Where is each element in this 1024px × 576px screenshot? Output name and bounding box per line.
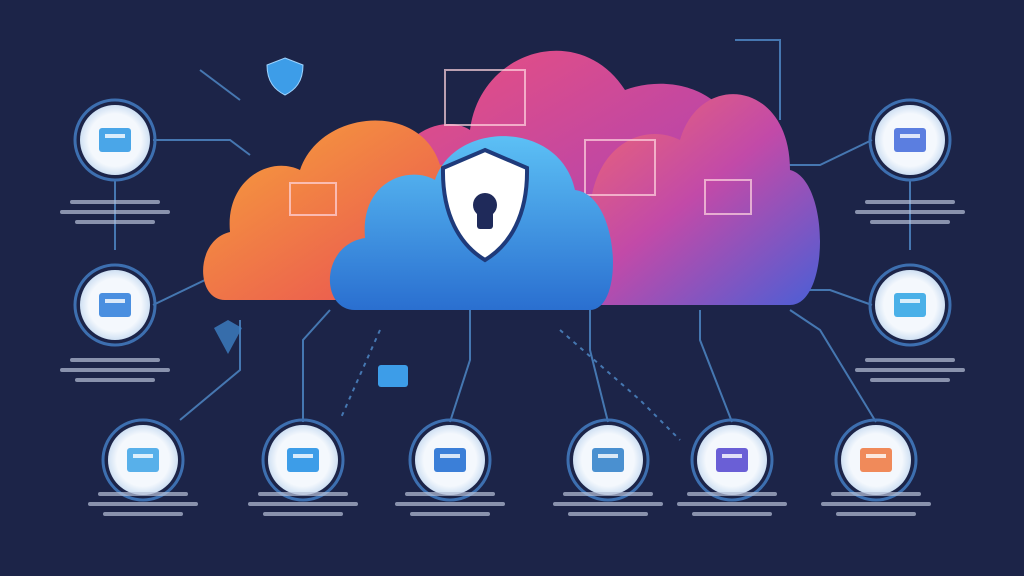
connector-lines [114,39,911,441]
laptop-icon [434,448,466,472]
chart-icon [592,448,624,472]
label-placeholder [88,492,198,516]
label-placeholder [553,492,663,516]
label-placeholder [677,492,787,516]
node-laptop [408,418,492,502]
node-storage-box [868,98,952,182]
node-card [834,418,918,502]
computer-icon [99,293,131,317]
label-placeholder [60,200,170,224]
node-folder [101,418,185,502]
file-icon [287,448,319,472]
storage-box-icon [894,128,926,152]
label-placeholder [855,200,965,224]
document-icon [99,128,131,152]
label-placeholder [395,492,505,516]
node-chart [566,418,650,502]
node-device [868,263,952,347]
label-placeholder [855,358,965,382]
label-placeholder [248,492,358,516]
folder-icon [127,448,159,472]
small-shield-icon [214,57,408,387]
cloud-purple [558,94,820,305]
node-computer [73,263,157,347]
decor-panels [289,69,752,216]
cube-icon [716,448,748,472]
card-icon [860,448,892,472]
device-icon [894,293,926,317]
node-file [261,418,345,502]
shield-lock-icon [440,147,530,263]
node-document [73,98,157,182]
label-placeholder [821,492,931,516]
label-placeholder [60,358,170,382]
node-cube [690,418,774,502]
